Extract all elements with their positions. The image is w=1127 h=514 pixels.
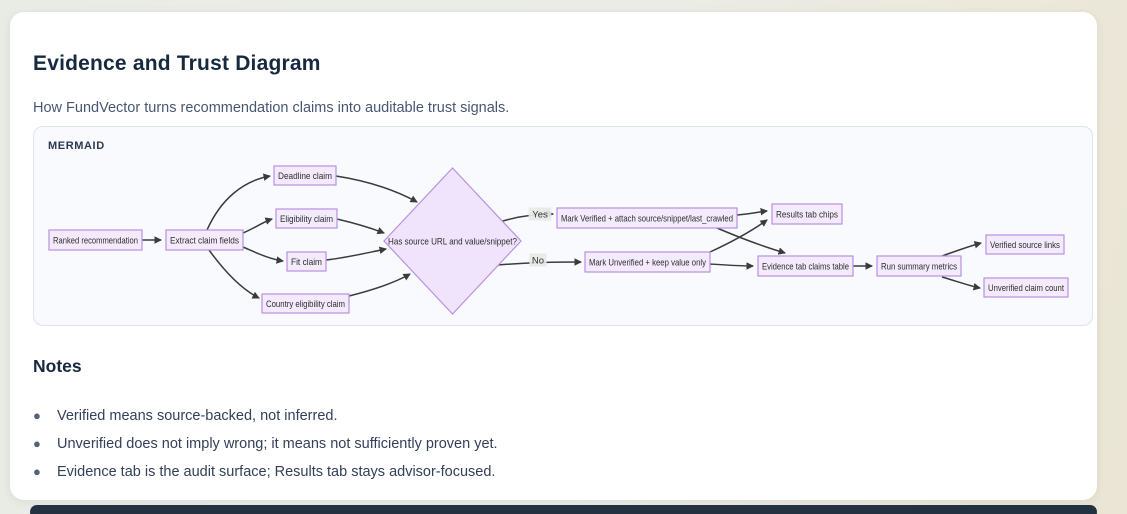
node-country: Country eligibility claim bbox=[261, 293, 350, 314]
edge-verified-results bbox=[736, 207, 768, 216]
page-title: Evidence and Trust Diagram bbox=[33, 52, 321, 75]
edge-deadline-decision bbox=[335, 175, 418, 203]
bullet-icon: ● bbox=[33, 408, 41, 423]
notes-heading: Notes bbox=[33, 356, 82, 376]
node-label: Mark Verified + attach source/snippet/la… bbox=[561, 213, 733, 223]
edge-extract-eligibility bbox=[242, 217, 273, 234]
content-card: Evidence and Trust Diagram How FundVecto… bbox=[10, 12, 1097, 500]
node-ucount: Unverified claim count bbox=[983, 277, 1069, 298]
notes-list: ● Verified means source-backed, not infe… bbox=[33, 402, 498, 486]
node-fit: Fit claim bbox=[286, 251, 327, 272]
edge-eligibility-decision bbox=[336, 218, 385, 235]
edge-verified-evidence bbox=[716, 227, 786, 255]
edge-country-decision bbox=[348, 273, 411, 297]
note-text: Evidence tab is the audit surface; Resul… bbox=[57, 464, 496, 480]
node-evidence: Evidence tab claims table bbox=[757, 255, 854, 277]
edge-unverified-evidence bbox=[709, 262, 754, 270]
node-label: Results tab chips bbox=[776, 209, 838, 219]
edge-fit-decision bbox=[325, 246, 387, 261]
bullet-icon: ● bbox=[33, 436, 41, 451]
note-text: Verified means source-backed, not inferr… bbox=[57, 408, 338, 424]
node-label: Fit claim bbox=[291, 257, 322, 267]
node-label: Extract claim fields bbox=[170, 235, 239, 245]
node-label: Country eligibility claim bbox=[266, 299, 345, 309]
edge-unverified-results bbox=[709, 219, 768, 253]
edge-extract-deadline bbox=[206, 173, 271, 231]
node-label: Has source URL and value/snippet? bbox=[388, 236, 517, 246]
edge-run-vlinks bbox=[941, 241, 982, 257]
node-verified: Mark Verified + attach source/snippet/la… bbox=[556, 207, 738, 229]
edge-label: No bbox=[532, 255, 544, 266]
node-label: Verified source links bbox=[990, 240, 1060, 250]
node-extract: Extract claim fields bbox=[165, 229, 244, 251]
node-deadline: Deadline claim bbox=[273, 165, 337, 186]
edge-run-ucount bbox=[941, 276, 981, 291]
note-text: Unverified does not imply wrong; it mean… bbox=[57, 436, 498, 452]
note-item: ● Verified means source-backed, not infe… bbox=[33, 402, 498, 430]
page-subtitle: How FundVector turns recommendation clai… bbox=[33, 100, 510, 116]
node-run: Run summary metrics bbox=[876, 255, 962, 277]
bullet-icon: ● bbox=[33, 464, 41, 479]
node-decision: Has source URL and value/snippet? bbox=[383, 167, 522, 315]
node-label: Run summary metrics bbox=[881, 261, 957, 271]
node-ranked: Ranked recommendation bbox=[48, 229, 143, 251]
edge-label: Yes bbox=[532, 209, 548, 220]
edge-extract-fit bbox=[242, 246, 284, 264]
next-section-edge bbox=[30, 505, 1097, 514]
note-item: ● Evidence tab is the audit surface; Res… bbox=[33, 458, 498, 486]
node-label: Mark Unverified + keep value only bbox=[589, 257, 706, 267]
edge-extract-country bbox=[208, 249, 260, 299]
node-label: Eligibility claim bbox=[280, 214, 333, 224]
node-label: Ranked recommendation bbox=[53, 235, 138, 245]
node-eligibility: Eligibility claim bbox=[275, 208, 338, 229]
edge-label-bg bbox=[529, 253, 547, 267]
node-results: Results tab chips bbox=[771, 203, 843, 225]
note-item: ● Unverified does not imply wrong; it me… bbox=[33, 430, 498, 458]
mermaid-panel-label: MERMAID bbox=[48, 140, 105, 152]
node-label: Evidence tab claims table bbox=[762, 261, 849, 271]
node-label: Deadline claim bbox=[278, 171, 332, 181]
node-unverified: Mark Unverified + keep value only bbox=[584, 251, 711, 273]
node-label: Unverified claim count bbox=[988, 283, 1064, 293]
node-vlinks: Verified source links bbox=[985, 234, 1065, 255]
edge-label-bg bbox=[528, 207, 552, 221]
